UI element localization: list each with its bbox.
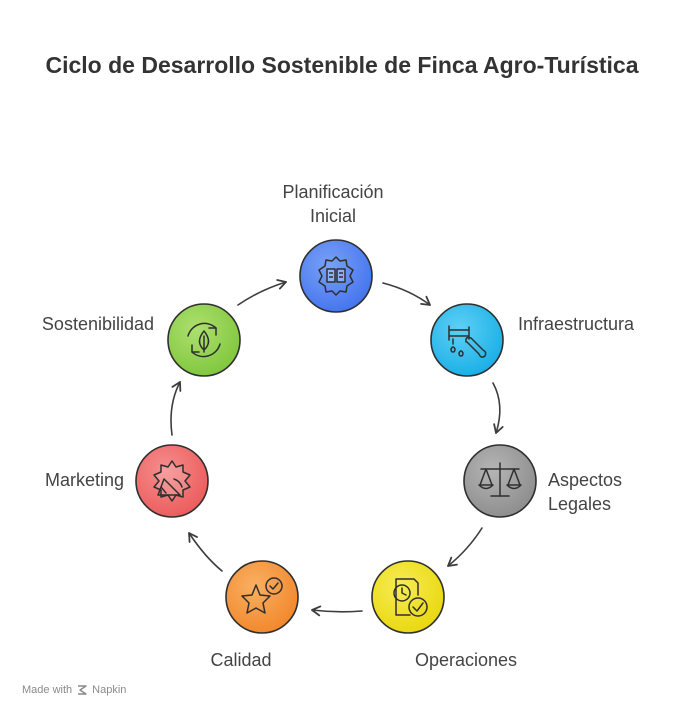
node-circle-planificacion	[299, 239, 373, 313]
label-aspectos-line2: Legales	[548, 494, 612, 514]
footer-prefix: Made with	[22, 684, 73, 696]
arrow-planificacion-to-infraestructura	[382, 282, 431, 306]
footer-brand: Napkin	[92, 684, 127, 696]
label-operaciones-line1: Operaciones	[414, 650, 518, 670]
cycle-arrows	[170, 279, 504, 617]
star-check-icon	[241, 577, 283, 614]
diagram-title: Ciclo de Desarrollo Sostenible de Finca …	[45, 52, 639, 78]
node-planificacion	[299, 239, 373, 313]
label-infraestructura: Infraestructura	[518, 312, 634, 336]
arrow-aspectos-to-operaciones	[447, 527, 483, 567]
node-circle-marketing	[135, 444, 209, 518]
faucet-wrench-icon	[448, 325, 487, 358]
label-calidad: Calidad	[210, 648, 271, 672]
node-sostenibilidad	[167, 303, 241, 377]
napkin-logo-icon	[78, 685, 87, 695]
node-circle-calidad	[225, 560, 299, 634]
arrow-sostenibilidad-to-planificacion	[237, 279, 287, 306]
arrow-operaciones-to-calidad	[311, 605, 363, 617]
label-planificacion-line2: Inicial	[309, 206, 357, 226]
label-aspectos-legales: Aspectos Legales	[548, 468, 622, 516]
arrow-calidad-to-marketing	[188, 532, 223, 572]
label-aspectos-line1: Aspectos	[548, 470, 623, 490]
label-marketing-line1: Marketing	[44, 470, 124, 490]
arrow-marketing-to-sostenibilidad	[170, 381, 182, 436]
node-aspectos-legales	[463, 444, 537, 518]
clock-document-check-icon	[393, 578, 428, 617]
label-sostenibilidad: Sostenibilidad	[42, 312, 154, 336]
node-circle-operaciones	[371, 560, 445, 634]
footer-watermark: Made with Napkin	[22, 684, 126, 696]
label-calidad-line1: Calidad	[210, 650, 272, 670]
megaphone-icon	[153, 460, 191, 502]
node-marketing	[135, 444, 209, 518]
node-operaciones	[371, 560, 445, 634]
leaf-cycle-icon	[187, 322, 221, 358]
label-planificacion-line1: Planificación	[282, 182, 384, 202]
node-calidad	[225, 560, 299, 634]
label-marketing: Marketing	[45, 468, 124, 492]
label-infraestructura-line1: Infraestructura	[518, 314, 635, 334]
node-circle-infraestructura	[430, 303, 504, 377]
balance-scale-icon	[478, 462, 522, 497]
node-infraestructura	[430, 303, 504, 377]
planning-gear-book-icon	[318, 256, 354, 296]
arrow-infraestructura-to-aspectos	[492, 382, 504, 434]
label-planificacion: Planificación Inicial	[282, 180, 383, 228]
label-operaciones: Operaciones	[415, 648, 517, 672]
label-sostenibilidad-line1: Sostenibilidad	[41, 314, 154, 334]
